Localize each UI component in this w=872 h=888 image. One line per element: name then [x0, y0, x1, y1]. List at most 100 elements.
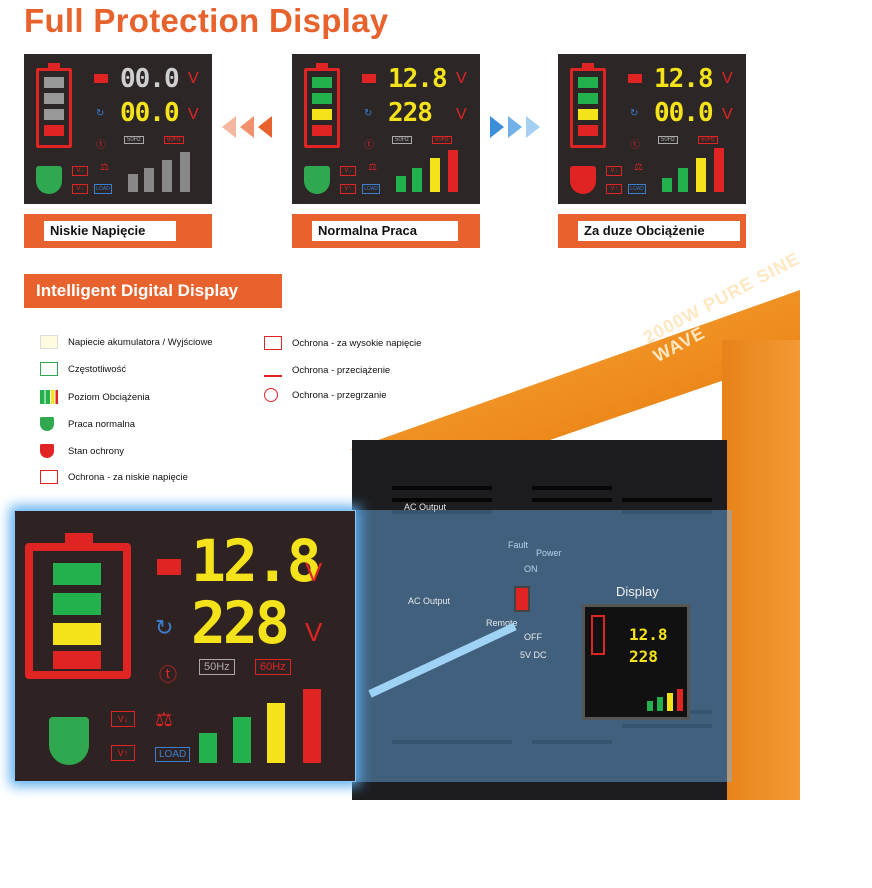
- caption-bar: Normalna Praca: [292, 214, 480, 248]
- right-arrows: [490, 116, 544, 138]
- battery-icon: [25, 533, 131, 679]
- load-label: LOAD: [628, 184, 646, 194]
- low-voltage-icon: V↓: [606, 166, 622, 176]
- bottom-unit: V: [456, 106, 467, 123]
- high-voltage-icon: V↑: [340, 184, 356, 194]
- load-bar: [267, 703, 285, 763]
- green-shield-icon: [40, 417, 54, 431]
- caption-text: Normalna Praca: [312, 221, 458, 241]
- load-bar: [199, 733, 217, 763]
- output-icon: ↻: [96, 108, 105, 119]
- battery-small-icon: [157, 559, 181, 575]
- low-voltage-icon: V↓: [111, 711, 135, 727]
- load-bar: [696, 158, 706, 192]
- load-bar: [396, 176, 406, 192]
- load-label: LOAD: [94, 184, 112, 194]
- green-shield-icon: [304, 166, 330, 194]
- battery-icon: [570, 63, 606, 148]
- battery-small-icon: [362, 74, 376, 83]
- overload-icon: ⚖: [155, 709, 173, 731]
- output-icon: ↻: [364, 108, 373, 119]
- load-bar: [714, 148, 724, 192]
- remote-label: Remote: [486, 618, 518, 628]
- temperature-icon: ⓣ: [96, 140, 106, 151]
- top-voltage-readout: 00.0: [120, 64, 180, 94]
- off-label: OFF: [524, 632, 542, 642]
- mini-bottom-readout: 228: [629, 647, 658, 666]
- output-icon: ↻: [630, 108, 639, 119]
- load-bars-icon: [40, 390, 58, 404]
- top-unit: V: [722, 70, 733, 87]
- power-label: Power: [536, 548, 562, 558]
- hz60-label: 60Hz: [698, 136, 719, 144]
- caption-bar: Niskie Napięcie: [24, 214, 212, 248]
- frequency-icon: [40, 362, 58, 376]
- high-voltage-icon: V↑: [606, 184, 622, 194]
- power-switch[interactable]: [514, 586, 530, 612]
- load-bar: [678, 168, 688, 192]
- bottom-voltage-readout: 00.0: [654, 98, 714, 128]
- low-voltage-icon: [40, 470, 58, 484]
- load-bar: [662, 178, 672, 192]
- bottom-unit: V: [722, 106, 733, 123]
- big-top-readout: 12.8: [191, 527, 322, 595]
- top-voltage-readout: 12.8: [654, 64, 714, 94]
- hz60-label: 60Hz: [164, 136, 185, 144]
- load-bar: [430, 158, 440, 192]
- bottom-voltage-readout: 228: [388, 98, 433, 128]
- big-display-panel: 12.8 V ↻ 228 V ⓣ 50Hz 60Hz V↓ V↑ ⚖ LOAD: [14, 510, 356, 782]
- load-bar: [303, 689, 321, 763]
- mini-display: 12.8 228: [582, 604, 690, 720]
- load-bar: [412, 168, 422, 192]
- hz60-label: 60Hz: [432, 136, 453, 144]
- load-bar: [128, 174, 138, 192]
- temperature-icon: ⓣ: [630, 140, 640, 151]
- overheat-icon: [264, 388, 278, 402]
- top-unit: V: [188, 70, 199, 87]
- ac-output-label-2: AC Output: [408, 596, 451, 606]
- battery-small-icon: [628, 74, 642, 83]
- red-shield-icon: [40, 444, 54, 458]
- mini-top-readout: 12.8: [629, 625, 668, 644]
- green-shield-icon: [36, 166, 62, 194]
- normal-operation-panel: 12.8 V ↻ 228 V ⓣ 50Hz 60Hz V↓ V↑ ⚖ LOAD: [292, 54, 480, 204]
- low-voltage-icon: V↓: [72, 166, 88, 176]
- load-label: LOAD: [155, 747, 191, 762]
- battery-small-icon: [94, 74, 108, 83]
- bottom-voltage-readout: 00.0: [120, 98, 180, 128]
- load-bar: [162, 160, 172, 192]
- load-bar: [233, 717, 251, 763]
- top-unit: V: [456, 70, 467, 87]
- temperature-icon: ⓣ: [364, 140, 374, 151]
- section-title-bar: Intelligent Digital Display: [24, 274, 282, 308]
- temperature-icon: ⓣ: [159, 665, 177, 685]
- green-shield-icon: [49, 717, 89, 765]
- top-voltage-readout: 12.8: [388, 64, 448, 94]
- output-icon: ↻: [155, 615, 174, 640]
- big-bottom-unit: V: [305, 617, 323, 647]
- high-voltage-icon: [264, 336, 282, 350]
- high-voltage-icon: V↑: [72, 184, 88, 194]
- high-voltage-icon: V↑: [111, 745, 135, 761]
- hz50-label: 50Hz: [392, 136, 413, 144]
- ac-output-label: AC Output: [404, 502, 447, 512]
- low-voltage-icon: V↓: [340, 166, 356, 176]
- hz50-label: 50Hz: [124, 136, 145, 144]
- load-label: LOAD: [362, 184, 380, 194]
- load-bar: [180, 152, 190, 192]
- caption-bar: Za duze Obciążenie: [558, 214, 746, 248]
- inverter-side: [722, 340, 800, 800]
- load-bar: [144, 168, 154, 192]
- low-voltage-panel: 00.0 V ↻ 00.0 V ⓣ 50Hz 60Hz V↓ V↑ ⚖ LOAD: [24, 54, 212, 204]
- caption-text: Niskie Napięcie: [44, 221, 176, 241]
- overload-icon: ⚖: [634, 162, 643, 173]
- digits-icon: [40, 335, 58, 349]
- usb-label: 5V DC: [520, 650, 547, 660]
- load-bar: [448, 150, 458, 192]
- bottom-unit: V: [188, 106, 199, 123]
- display-label: Display: [616, 584, 659, 599]
- overload-icon: ⚖: [368, 162, 377, 173]
- overload-panel: 12.8 V ↻ 00.0 V ⓣ 50Hz 60Hz V↓ V↑ ⚖ LOAD: [558, 54, 746, 204]
- section-title: Intelligent Digital Display: [36, 281, 239, 300]
- caption-text: Za duze Obciążenie: [578, 221, 740, 241]
